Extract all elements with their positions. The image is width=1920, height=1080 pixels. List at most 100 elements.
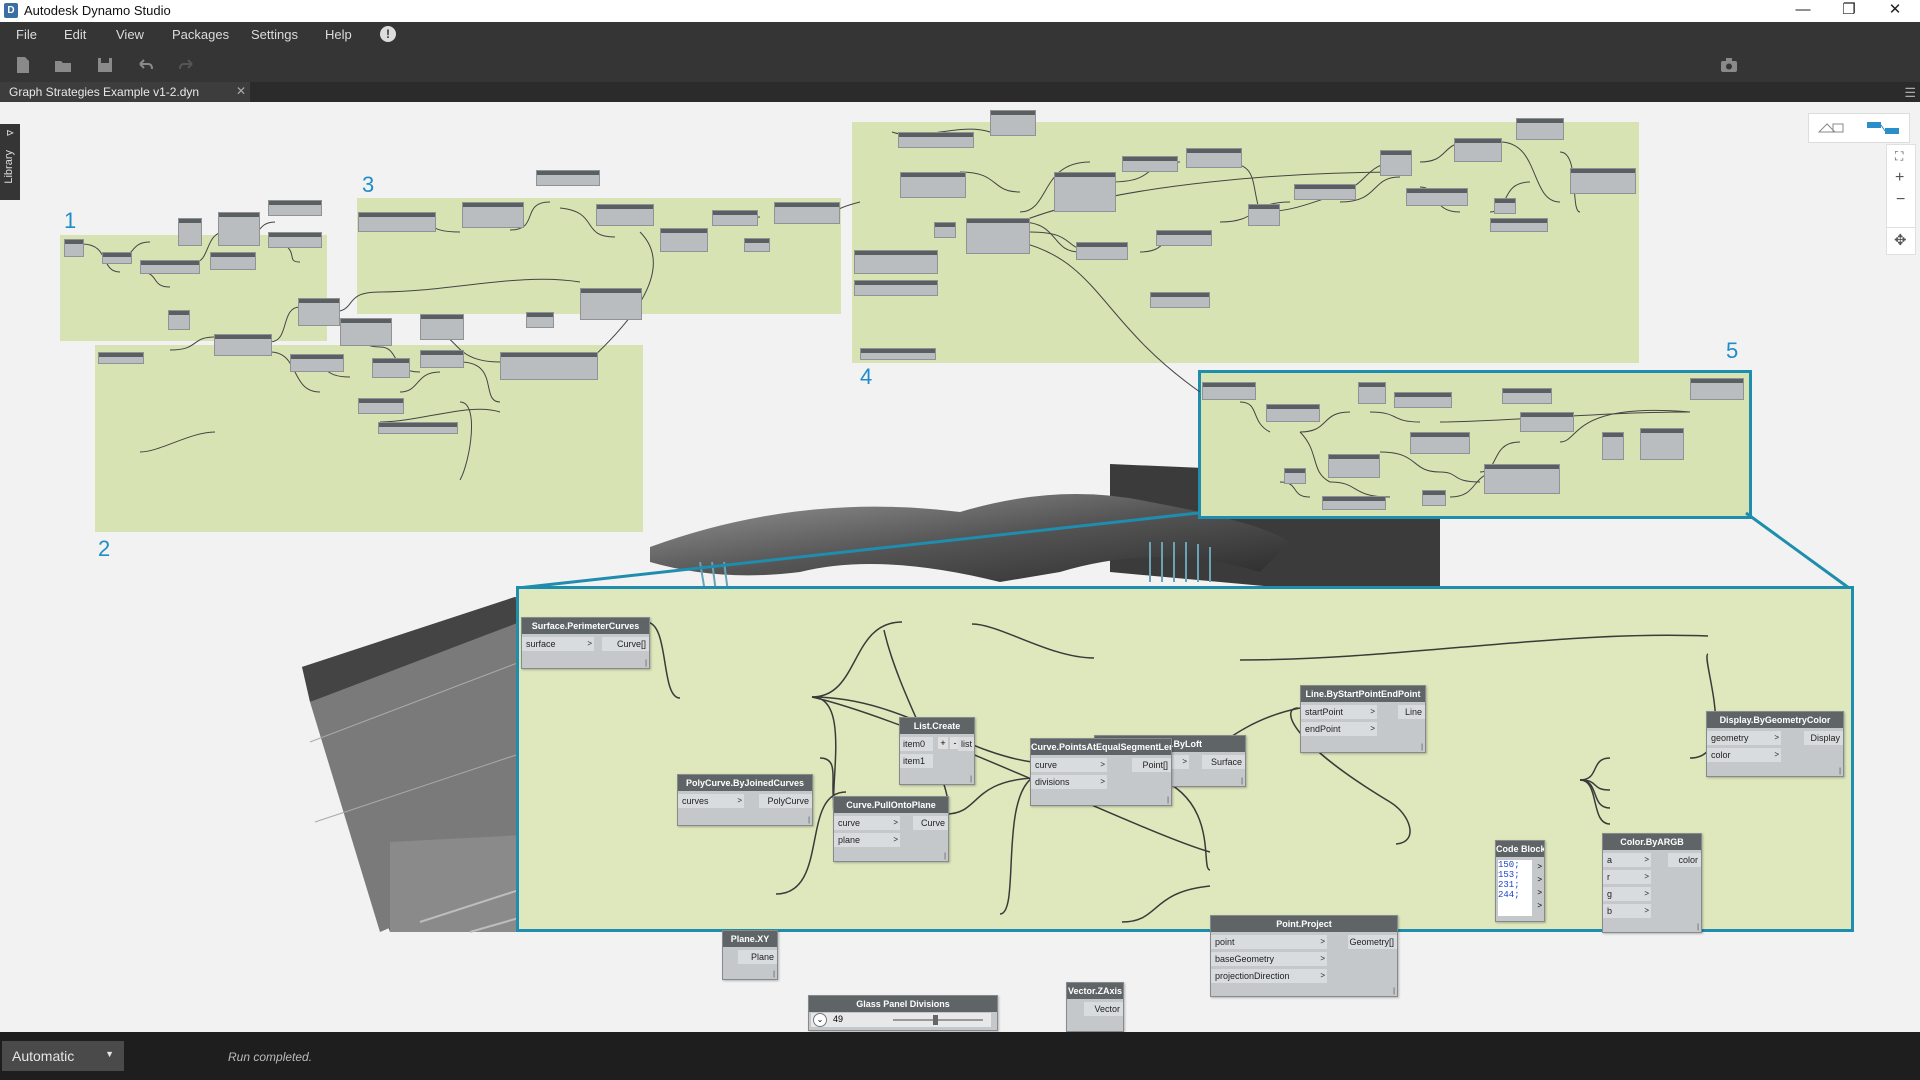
input-port-startpoint[interactable]: startPoint>	[1301, 705, 1377, 719]
input-port-b[interactable]: b>	[1603, 904, 1651, 918]
mini-node[interactable]	[1490, 218, 1548, 232]
input-port-endpoint[interactable]: endPoint>	[1301, 722, 1377, 736]
mini-node[interactable]	[1358, 382, 1386, 404]
node-polycurve-byjoinedcurves[interactable]: PolyCurve.ByJoinedCurves curves> PolyCur…	[677, 774, 813, 826]
mini-node[interactable]	[1322, 496, 1386, 510]
mini-node[interactable]	[1076, 242, 1128, 260]
menu-help[interactable]: Help	[325, 27, 352, 42]
mini-node[interactable]	[1328, 454, 1380, 478]
mini-node[interactable]	[1690, 378, 1744, 400]
mini-node[interactable]	[536, 170, 600, 186]
node-color-byargb[interactable]: Color.ByARGB a> r> g> b> color |	[1602, 833, 1702, 933]
mini-node[interactable]	[854, 250, 938, 274]
open-file-icon[interactable]	[52, 54, 74, 76]
mini-node[interactable]	[526, 312, 554, 328]
input-port-geometry[interactable]: geometry>	[1707, 731, 1781, 745]
input-port-plane[interactable]: plane>	[834, 833, 900, 847]
code-editor[interactable]: 150; 153; 231; 244;	[1498, 860, 1532, 916]
mini-node[interactable]	[358, 212, 436, 232]
mini-node[interactable]	[1054, 172, 1116, 212]
mini-node[interactable]	[1156, 230, 1212, 246]
mini-node[interactable]	[1202, 382, 1256, 400]
mini-node[interactable]	[1294, 184, 1356, 200]
input-port-color[interactable]: color>	[1707, 748, 1781, 762]
mini-node[interactable]	[210, 252, 256, 270]
mini-node[interactable]	[1380, 150, 1412, 176]
close-window-button[interactable]: ✕	[1888, 1, 1902, 18]
mini-node[interactable]	[462, 202, 524, 228]
output-port-vector[interactable]: Vector	[1084, 1002, 1123, 1016]
mini-node[interactable]	[712, 210, 758, 226]
mini-node[interactable]	[774, 202, 840, 224]
mini-node[interactable]	[596, 204, 654, 226]
mini-node[interactable]	[1502, 388, 1552, 404]
output-port-line[interactable]: Line	[1398, 705, 1425, 719]
input-port-basegeometry[interactable]: baseGeometry>	[1211, 952, 1327, 966]
redo-icon[interactable]	[176, 54, 198, 76]
input-port-item0[interactable]: item0	[900, 737, 933, 751]
mini-node[interactable]	[290, 354, 344, 372]
mini-node[interactable]	[268, 232, 322, 248]
mini-node[interactable]	[1454, 138, 1502, 162]
zoom-in-icon[interactable]: +	[1895, 169, 1905, 186]
mini-node[interactable]	[102, 252, 132, 264]
run-mode-dropdown[interactable]: Automatic ▼	[2, 1041, 124, 1071]
menu-packages[interactable]: Packages	[172, 27, 230, 42]
workspace-canvas[interactable]: ⊳ Library ⛶ + − ✥ 1 2 3 4 5	[0, 102, 1920, 1032]
menu-file[interactable]: File	[16, 27, 37, 42]
mini-node[interactable]	[1266, 404, 1320, 422]
mini-node[interactable]	[1150, 292, 1210, 308]
input-port-divisions[interactable]: divisions>	[1031, 775, 1107, 789]
mini-node[interactable]	[372, 358, 410, 378]
output-port-color[interactable]: color	[1668, 853, 1701, 867]
mini-node[interactable]	[1248, 204, 1280, 226]
mini-node[interactable]	[898, 132, 974, 148]
mini-node[interactable]	[1484, 464, 1560, 494]
save-icon[interactable]	[94, 54, 116, 76]
mini-node[interactable]	[1520, 412, 1574, 432]
input-port-projectiondirection[interactable]: projectionDirection>	[1211, 969, 1327, 983]
geometry-view-icon[interactable]	[1815, 118, 1855, 138]
tabs-menu-icon[interactable]: ☰	[1904, 85, 1916, 100]
mini-node[interactable]	[1422, 490, 1446, 506]
mini-node[interactable]	[98, 352, 144, 364]
input-port-r[interactable]: r>	[1603, 870, 1651, 884]
node-surface-perimetercurves[interactable]: Surface.PerimeterCurves surface> Curve[]…	[521, 617, 650, 669]
library-panel-tab[interactable]: ⊳ Library	[0, 124, 20, 200]
mini-node[interactable]	[1602, 432, 1624, 460]
slider-track[interactable]	[893, 1019, 983, 1021]
output-port-surface[interactable]: Surface	[1202, 755, 1245, 769]
mini-node[interactable]	[298, 298, 340, 326]
camera-icon[interactable]	[1718, 54, 1740, 76]
input-port-surface[interactable]: surface>	[522, 637, 594, 651]
tab-graph-file[interactable]: Graph Strategies Example v1-2.dyn ✕	[0, 82, 250, 102]
mini-node[interactable]	[214, 334, 272, 356]
output-port-curves[interactable]: Curve[]	[602, 637, 649, 651]
input-port-g[interactable]: g>	[1603, 887, 1651, 901]
mini-node[interactable]	[1570, 168, 1636, 194]
mini-node[interactable]	[268, 200, 322, 216]
output-port-points[interactable]: Point[]	[1132, 758, 1171, 772]
node-code-block[interactable]: Code Block 150; 153; 231; 244; >>>>	[1495, 840, 1545, 922]
mini-node[interactable]	[168, 310, 190, 330]
mini-node[interactable]	[378, 422, 458, 434]
mini-node[interactable]	[1284, 468, 1306, 484]
mini-node[interactable]	[500, 352, 598, 380]
output-port-display[interactable]: Display	[1804, 731, 1843, 745]
menu-view[interactable]: View	[116, 27, 144, 42]
notification-icon[interactable]: !	[380, 26, 396, 42]
slider-input[interactable]: ⌄ 49	[811, 1013, 991, 1027]
menu-settings[interactable]: Settings	[251, 27, 298, 42]
mini-node[interactable]	[580, 288, 642, 320]
mini-node[interactable]	[934, 222, 956, 238]
output-port-curve[interactable]: Curve	[913, 816, 948, 830]
mini-node[interactable]	[420, 314, 464, 340]
mini-node[interactable]	[340, 318, 392, 346]
menu-edit[interactable]: Edit	[64, 27, 87, 42]
remove-input-button[interactable]: -	[950, 737, 960, 749]
node-glass-panel-divisions[interactable]: Glass Panel Divisions ⌄ 49	[808, 995, 998, 1031]
slider-value[interactable]: 49	[833, 1014, 844, 1024]
input-port-curve[interactable]: curve>	[1031, 758, 1107, 772]
mini-node[interactable]	[1494, 198, 1516, 214]
mini-node[interactable]	[1406, 188, 1468, 206]
